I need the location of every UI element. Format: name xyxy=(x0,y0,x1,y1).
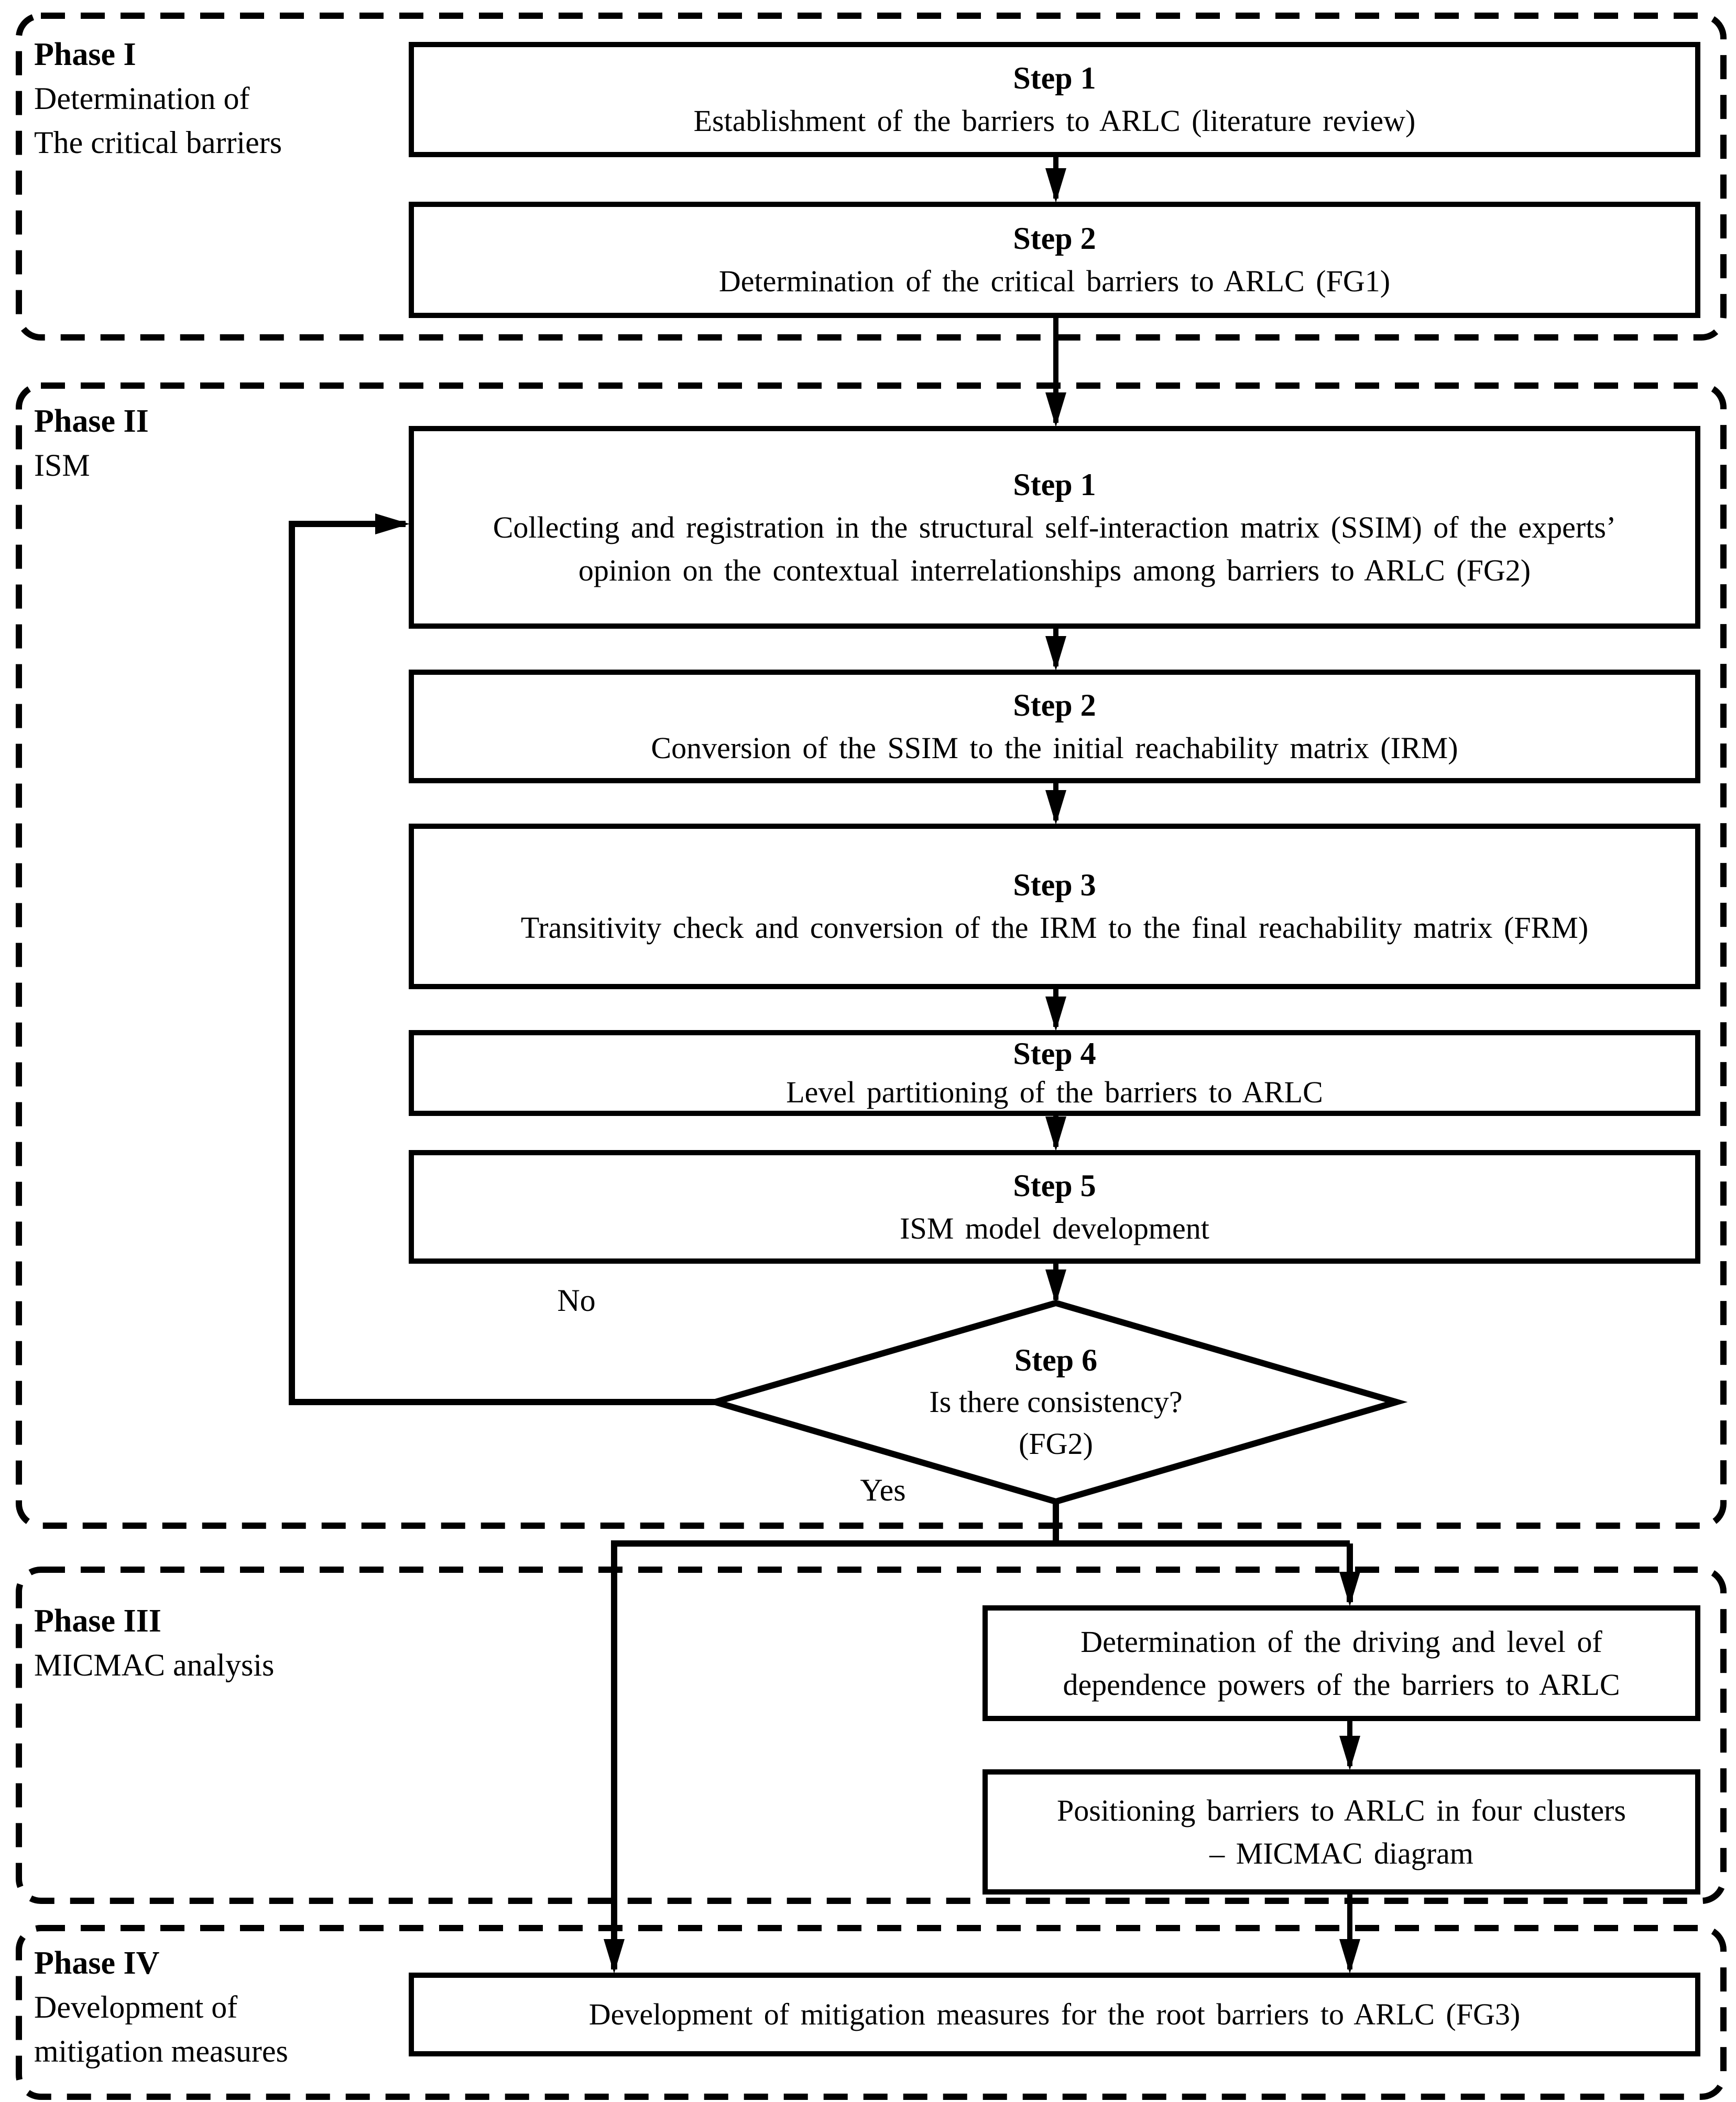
phase-4-subtitle-line: mitigation measures xyxy=(34,2034,288,2068)
phase-4-border xyxy=(16,1925,1727,2100)
box-phase2-step3: Step 3 Transitivity check and conversion… xyxy=(409,824,1700,989)
step-heading: Step 2 xyxy=(1013,221,1096,256)
step-body: Development of mitigation measures for t… xyxy=(588,1997,1521,2031)
phase-4-subtitle-line: Development of xyxy=(34,1990,238,2024)
box-phase1-step2: Step 2 Determination of the critical bar… xyxy=(409,202,1700,318)
step-heading: Step 3 xyxy=(1013,868,1096,902)
step-body: Positioning barriers to ARLC in four clu… xyxy=(1057,1793,1626,1870)
decision-note: (FG2) xyxy=(1019,1427,1093,1461)
phase-2-border xyxy=(16,382,1727,1529)
phase-1-border xyxy=(16,13,1727,341)
decision-step6-text: Step 6 Is there consistency? (FG2) xyxy=(820,1339,1292,1465)
phase-3-subtitle-line: MICMAC analysis xyxy=(34,1648,275,1682)
box-phase2-step2: Step 2 Conversion of the SSIM to the ini… xyxy=(409,670,1700,783)
step-body: Establishment of the barriers to ARLC (l… xyxy=(693,104,1416,138)
branch-label-yes: Yes xyxy=(860,1473,906,1507)
phase-1-subtitle-line: The critical barriers xyxy=(34,125,282,160)
step-heading: Step 5 xyxy=(1013,1168,1096,1203)
step-body: ISM model development xyxy=(900,1211,1209,1245)
phase-3-border xyxy=(16,1567,1727,1904)
phase-2-subtitle-line: ISM xyxy=(34,448,90,483)
step-heading: Step 1 xyxy=(1013,61,1096,95)
box-phase2-step5: Step 5 ISM model development xyxy=(409,1150,1700,1264)
phase-1-title: Phase I xyxy=(34,37,136,72)
box-phase1-step1: Step 1 Establishment of the barriers to … xyxy=(409,42,1700,157)
box-phase3-determination: Determination of the driving and level o… xyxy=(982,1605,1700,1721)
decision-question: Is there consistency? xyxy=(929,1385,1183,1419)
loop-no-path xyxy=(289,513,715,1405)
step-body: Collecting and registration in the struc… xyxy=(493,510,1617,587)
phase-4-title: Phase IV xyxy=(34,1945,160,1981)
step-body: Level partitioning of the barriers to AR… xyxy=(786,1075,1323,1109)
box-phase4-mitigation: Development of mitigation measures for t… xyxy=(409,1973,1700,2056)
step-body: Conversion of the SSIM to the initial re… xyxy=(651,730,1458,765)
box-phase2-step1: Step 1 Collecting and registration in th… xyxy=(409,426,1700,629)
decision-heading: Step 6 xyxy=(1014,1343,1098,1377)
step-body: Determination of the driving and level o… xyxy=(1063,1624,1620,1702)
step-heading: Step 2 xyxy=(1013,687,1096,722)
decision-diamond xyxy=(704,1299,1408,1505)
phase-3-label: Phase III MICMAC analysis xyxy=(34,1599,274,1687)
phase-1-subtitle-line: Determination of xyxy=(34,81,250,116)
step-heading: Step 1 xyxy=(1013,467,1096,502)
box-phase3-positioning: Positioning barriers to ARLC in four clu… xyxy=(982,1769,1700,1895)
phase-2-label: Phase II ISM xyxy=(34,399,149,487)
branch-label-no: No xyxy=(557,1283,596,1318)
step-body: Transitivity check and conversion of the… xyxy=(520,911,1589,945)
step-heading: Step 4 xyxy=(1013,1036,1096,1071)
step-body: Determination of the critical barriers t… xyxy=(718,264,1391,298)
yes-left-branch-to-phase4 xyxy=(604,1540,1350,1974)
phase-3-title: Phase III xyxy=(34,1603,161,1639)
phase-4-label: Phase IV Development of mitigation measu… xyxy=(34,1941,288,2073)
phase-2-title: Phase II xyxy=(34,403,149,439)
box-phase2-step4: Step 4 Level partitioning of the barrier… xyxy=(409,1030,1700,1116)
phase-1-label: Phase I Determination of The critical ba… xyxy=(34,32,282,165)
